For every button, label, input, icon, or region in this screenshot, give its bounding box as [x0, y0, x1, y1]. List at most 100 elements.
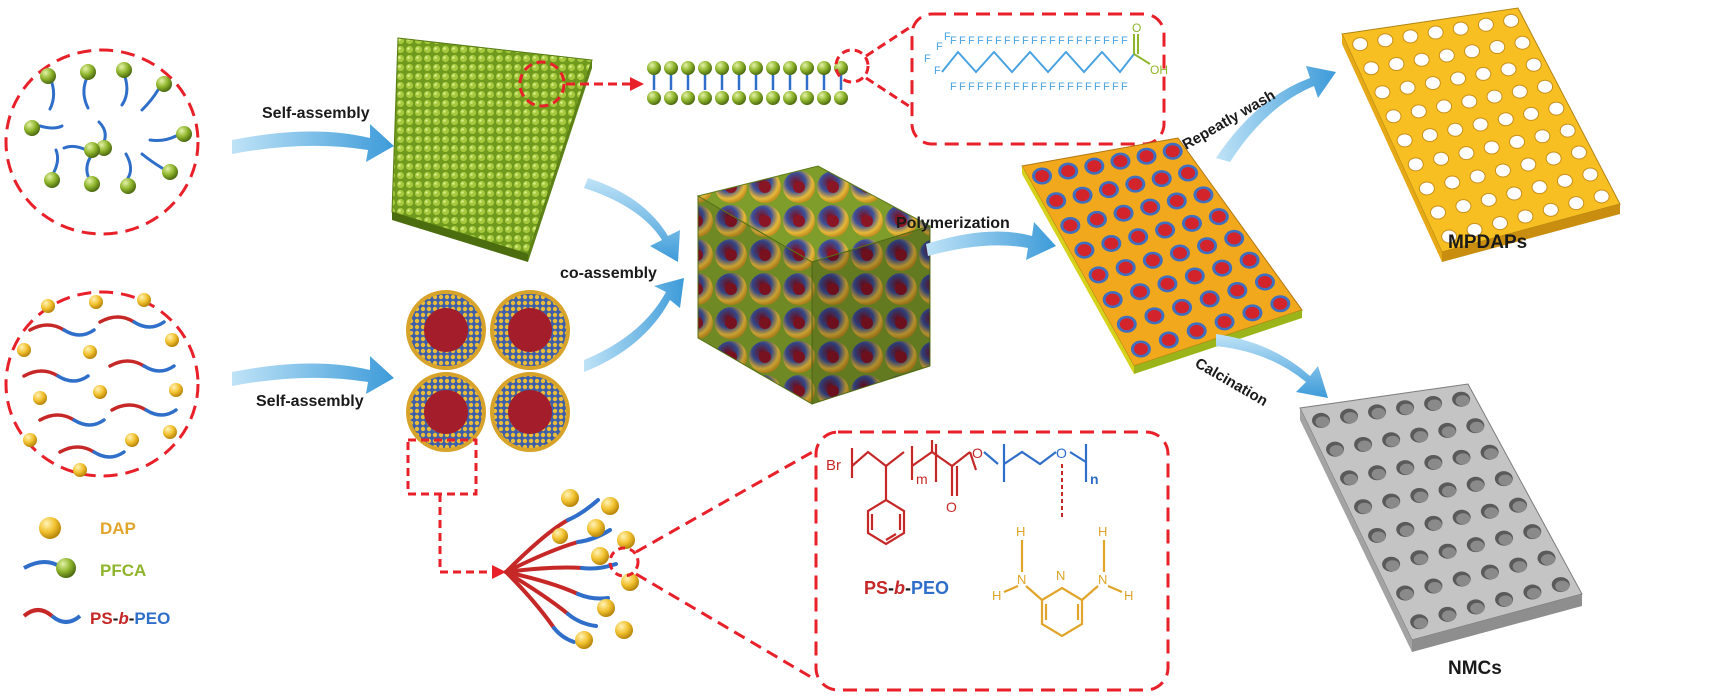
- svg-text:F: F: [977, 81, 984, 93]
- repeat-wash-arrow: [1216, 66, 1336, 162]
- svg-text:F: F: [1022, 35, 1029, 47]
- svg-text:F: F: [995, 81, 1002, 93]
- co-assembly-label: co-assembly: [560, 265, 657, 282]
- pfca-carbonyl-o: O: [1132, 21, 1141, 35]
- svg-text:F: F: [995, 35, 1002, 47]
- ester-oxygen: O: [972, 445, 983, 461]
- subscript-m: m: [916, 471, 928, 487]
- ps-b-peo-structure-label: PS-b-PEO: [864, 578, 949, 598]
- svg-text:F: F: [944, 31, 951, 43]
- amine-hydrogen: H: [1098, 524, 1107, 539]
- svg-text:F: F: [959, 35, 966, 47]
- svg-text:F: F: [1085, 81, 1092, 93]
- legend: DAP PFCA PS-b-PEO: [22, 517, 170, 628]
- svg-text:F: F: [936, 41, 943, 53]
- nmcs-plate: [1299, 383, 1583, 652]
- legend-pfca-head: [56, 558, 76, 578]
- calcination-label: Calcination: [1192, 355, 1271, 410]
- svg-text:F: F: [1103, 35, 1110, 47]
- zoom-indicator-pfca: [834, 24, 913, 110]
- svg-text:F: F: [1013, 81, 1020, 93]
- svg-text:F: F: [1094, 35, 1101, 47]
- calcination-arrow: [1216, 334, 1328, 398]
- co-assembly-arrow-bottom: [584, 278, 684, 372]
- svg-text:F: F: [968, 81, 975, 93]
- subscript-n: n: [1090, 471, 1099, 487]
- self-assembly-arrow-bottom: [232, 356, 394, 394]
- polymerization-arrow: [926, 222, 1056, 260]
- svg-text:F: F: [1103, 81, 1110, 93]
- svg-text:F: F: [1112, 35, 1119, 47]
- pfca-solution-ellipse: [4, 48, 200, 236]
- carbonyl-oxygen: O: [946, 499, 957, 515]
- zoom-indicator-polymer: [608, 448, 817, 682]
- svg-text:F: F: [1076, 81, 1083, 93]
- micelle: [490, 290, 570, 370]
- legend-ps-segment: [22, 608, 54, 618]
- svg-text:F: F: [1112, 81, 1119, 93]
- co-assembly-arrow-top: [584, 178, 680, 262]
- svg-text:F: F: [1121, 81, 1128, 93]
- ps-b-peo-structure-box: Br m O O: [814, 430, 1170, 692]
- micelle: [406, 290, 486, 370]
- legend-pfca-label: PFCA: [100, 561, 146, 580]
- svg-text:F: F: [1049, 35, 1056, 47]
- bromine-atom: Br: [826, 457, 841, 474]
- pyridine-nitrogen: N: [1056, 568, 1065, 583]
- polymerization-label: Polymerization: [896, 215, 1010, 232]
- svg-text:F: F: [1076, 35, 1083, 47]
- svg-text:F: F: [1067, 35, 1074, 47]
- svg-text:F: F: [1049, 81, 1056, 93]
- svg-text:F: F: [1031, 35, 1038, 47]
- svg-text:F: F: [986, 35, 993, 47]
- svg-text:F: F: [1013, 35, 1020, 47]
- svg-text:F: F: [1058, 81, 1065, 93]
- micelle-detail: [504, 489, 639, 649]
- self-assembly-label-bottom: Self-assembly: [256, 393, 364, 410]
- pfca-lamellar-sheet: [391, 37, 593, 262]
- zoom-indicator-micelle: [406, 438, 506, 579]
- co-assembled-block: [696, 165, 932, 405]
- nmcs-label: NMCs: [1448, 658, 1502, 679]
- legend-dap-swatch: [39, 517, 61, 539]
- svg-text:F: F: [924, 53, 931, 65]
- micelle: [406, 372, 486, 452]
- svg-text:F: F: [1004, 81, 1011, 93]
- svg-text:F: F: [1022, 81, 1029, 93]
- pfca-hydroxyl: OH: [1150, 63, 1168, 77]
- mpdaps-label: MPDAPs: [1448, 232, 1527, 253]
- svg-text:F: F: [1040, 35, 1047, 47]
- mpdaps-plate: [1341, 7, 1621, 262]
- svg-text:F: F: [1040, 81, 1047, 93]
- copolymer-solution-ellipse: [4, 290, 200, 478]
- micelle-array: [406, 290, 570, 452]
- self-assembly-arrow-top: [232, 124, 394, 162]
- svg-text:F: F: [1067, 81, 1074, 93]
- svg-text:F: F: [950, 81, 957, 93]
- zoom-indicator-top: [518, 60, 644, 108]
- svg-text:F: F: [1094, 81, 1101, 93]
- svg-text:F: F: [977, 35, 984, 47]
- svg-text:F: F: [986, 81, 993, 93]
- svg-text:F: F: [959, 81, 966, 93]
- legend-dap-label: DAP: [100, 519, 136, 538]
- amine-hydrogen: H: [992, 588, 1001, 603]
- peo-oxygen: O: [1056, 445, 1067, 461]
- amine-hydrogen: H: [1124, 588, 1133, 603]
- svg-text:F: F: [1058, 35, 1065, 47]
- svg-text:F: F: [968, 35, 975, 47]
- amine-hydrogen: H: [1016, 524, 1025, 539]
- svg-text:F: F: [1004, 35, 1011, 47]
- svg-text:F: F: [950, 35, 957, 47]
- amine-nitrogen-left: N: [1017, 572, 1026, 587]
- pfca-bilayer: [647, 61, 848, 105]
- legend-peo-segment: [50, 614, 82, 624]
- amine-nitrogen-right: N: [1098, 572, 1107, 587]
- micelle: [490, 372, 570, 452]
- svg-text:F: F: [1085, 35, 1092, 47]
- svg-text:F: F: [934, 65, 941, 77]
- legend-ps-b-peo-label: PS-b-PEO: [90, 609, 170, 628]
- svg-text:F: F: [1121, 35, 1128, 47]
